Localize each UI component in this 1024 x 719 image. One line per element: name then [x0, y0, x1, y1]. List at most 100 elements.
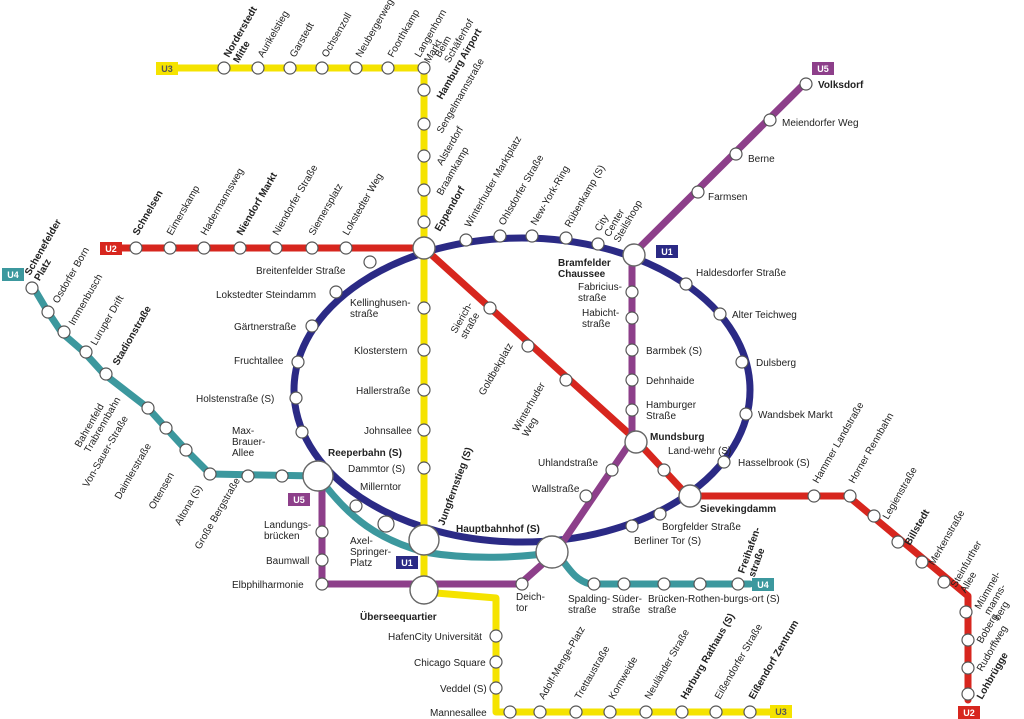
- stop-haldesdorfer-strasse[interactable]: [679, 277, 693, 291]
- stop-klosterstern[interactable]: [417, 343, 431, 357]
- stop-schenefelder-platz[interactable]: [25, 281, 39, 295]
- hub-jungfernstieg[interactable]: [408, 524, 440, 556]
- stop-uhlandstrasse[interactable]: [605, 463, 619, 477]
- stop-osdorfer-born[interactable]: [41, 305, 55, 319]
- stop-eissendorf-zentrum[interactable]: [743, 705, 757, 719]
- stop-goldbekplatz[interactable]: [521, 339, 535, 353]
- stop-millerntor[interactable]: [349, 499, 363, 513]
- stop-brueckenstrasse[interactable]: [657, 577, 671, 591]
- stop-farmsen[interactable]: [691, 185, 705, 199]
- stop-steinfurther-allee[interactable]: [937, 575, 951, 589]
- stop-horner-rennbahn[interactable]: [843, 489, 857, 503]
- stop-garstedt[interactable]: [283, 61, 297, 75]
- stop-ochsenzoll[interactable]: [315, 61, 329, 75]
- stop-rothenburgsort[interactable]: [693, 577, 707, 591]
- stop-fruchtallee[interactable]: [291, 355, 305, 369]
- stop-alter-teichweg[interactable]: [713, 307, 727, 321]
- stop-hadermannsweg[interactable]: [197, 241, 211, 255]
- stop-barmbek[interactable]: [625, 343, 639, 357]
- stop-merkenstrasse[interactable]: [915, 555, 929, 569]
- stop-hammer-landstrasse[interactable]: [807, 489, 821, 503]
- stop-volksdorf[interactable]: [799, 77, 813, 91]
- stop-hafencity-universitaet[interactable]: [489, 629, 503, 643]
- stop-niendorf-markt[interactable]: [233, 241, 247, 255]
- stop-sengelmannstrasse[interactable]: [417, 149, 431, 163]
- stop-wallstrasse[interactable]: [579, 489, 593, 503]
- stop-lokstedter-weg[interactable]: [339, 241, 353, 255]
- stop-lohbruegge[interactable]: [961, 687, 975, 701]
- stop-hamburg-airport[interactable]: [417, 117, 431, 131]
- stop-dulsberg[interactable]: [735, 355, 749, 369]
- stop-johnsallee[interactable]: [417, 423, 431, 437]
- hub-sievekingdamm[interactable]: [678, 484, 702, 508]
- stop-eissendorfer-strasse[interactable]: [709, 705, 723, 719]
- stop-winterhuder-weg[interactable]: [559, 373, 573, 387]
- stop-muemmelmannsberg[interactable]: [959, 605, 973, 619]
- stop-luruper-drift[interactable]: [79, 345, 93, 359]
- stop-immenbusch[interactable]: [57, 325, 71, 339]
- stop-siemersplatz[interactable]: [305, 241, 319, 255]
- stop-legienstrasse[interactable]: [867, 509, 881, 523]
- hub-bramfelder-chaussee[interactable]: [622, 243, 646, 267]
- badge-u2-south[interactable]: U2: [958, 706, 980, 719]
- stop-freihafenstrasse[interactable]: [731, 577, 745, 591]
- badge-u1-south[interactable]: U1: [396, 556, 418, 569]
- stop-neubergerweg[interactable]: [349, 61, 363, 75]
- badge-u4-east[interactable]: U4: [752, 578, 774, 591]
- hub-eppendorf[interactable]: [412, 236, 436, 260]
- stop-wandsbek-markt[interactable]: [739, 407, 753, 421]
- stop-meiendorfer-weg[interactable]: [763, 113, 777, 127]
- stop-dammtor[interactable]: [417, 461, 431, 475]
- stop-stadionstrasse[interactable]: [99, 367, 113, 381]
- stop-habichtstrasse[interactable]: [625, 311, 639, 325]
- stop-rudorffweg[interactable]: [961, 661, 975, 675]
- badge-u2-west[interactable]: U2: [100, 242, 122, 255]
- badge-u3-south[interactable]: U3: [770, 705, 792, 718]
- stop-mannesallee[interactable]: [503, 705, 517, 719]
- stop-winterhuder-marktplatz[interactable]: [459, 233, 473, 247]
- stop-max-brauer-allee[interactable]: [295, 425, 309, 439]
- stop-foorthkamp[interactable]: [381, 61, 395, 75]
- stop-ohlsdorfer-strasse[interactable]: [493, 229, 507, 243]
- stop-beim-schaeferhof[interactable]: [417, 83, 431, 97]
- stop-suederstrasse[interactable]: [617, 577, 631, 591]
- stop-axel-springer-platz[interactable]: [377, 515, 395, 533]
- stop-baumwall[interactable]: [315, 553, 329, 567]
- hub-ueberseequartier[interactable]: [409, 575, 439, 605]
- stop-norderstedt-mitte[interactable]: [217, 61, 231, 75]
- stop-alsterdorf[interactable]: [417, 183, 431, 197]
- stop-braamkamp[interactable]: [417, 215, 431, 229]
- stop-schnelsen[interactable]: [129, 241, 143, 255]
- stop-hasselbrook[interactable]: [717, 455, 731, 469]
- stop-trettaustrasse[interactable]: [569, 705, 583, 719]
- badge-u4-west[interactable]: U4: [2, 268, 24, 281]
- stop-altona[interactable]: [241, 469, 255, 483]
- stop-daimlerstrasse[interactable]: [179, 443, 193, 457]
- stop-sierichstrasse[interactable]: [483, 301, 497, 315]
- stop-berne[interactable]: [729, 147, 743, 161]
- badge-u3-north[interactable]: U3: [156, 62, 178, 75]
- stop-city-center-steilshoop[interactable]: [591, 237, 605, 251]
- stop-aurikelstieg[interactable]: [251, 61, 265, 75]
- badge-u5-east[interactable]: U5: [812, 62, 834, 75]
- stop-ottensen[interactable]: [203, 467, 217, 481]
- stop-kornweide[interactable]: [603, 705, 617, 719]
- stop-veddel[interactable]: [489, 681, 503, 695]
- stop-landungsbruecken[interactable]: [315, 525, 329, 539]
- hub-reeperbahn[interactable]: [302, 460, 334, 492]
- stop-billstedt[interactable]: [891, 535, 905, 549]
- stop-hamburger-strasse[interactable]: [625, 403, 639, 417]
- stop-adolf-menge-platz[interactable]: [533, 705, 547, 719]
- stop-holstenstrasse[interactable]: [289, 391, 303, 405]
- stop-grosse-bergstrasse[interactable]: [275, 469, 289, 483]
- stop-lokstedter-steindamm[interactable]: [329, 285, 343, 299]
- stop-niendorfer-strasse[interactable]: [269, 241, 283, 255]
- stop-hallerstrasse[interactable]: [417, 383, 431, 397]
- stop-ruebenkamp[interactable]: [559, 231, 573, 245]
- stop-deichtor[interactable]: [515, 577, 529, 591]
- stop-elbphilharmonie[interactable]: [315, 577, 329, 591]
- stop-berliner-tor[interactable]: [625, 519, 639, 533]
- hub-mundsburg[interactable]: [624, 430, 648, 454]
- badge-u5-west[interactable]: U5: [288, 493, 310, 506]
- stop-borgfelder-strasse[interactable]: [653, 507, 667, 521]
